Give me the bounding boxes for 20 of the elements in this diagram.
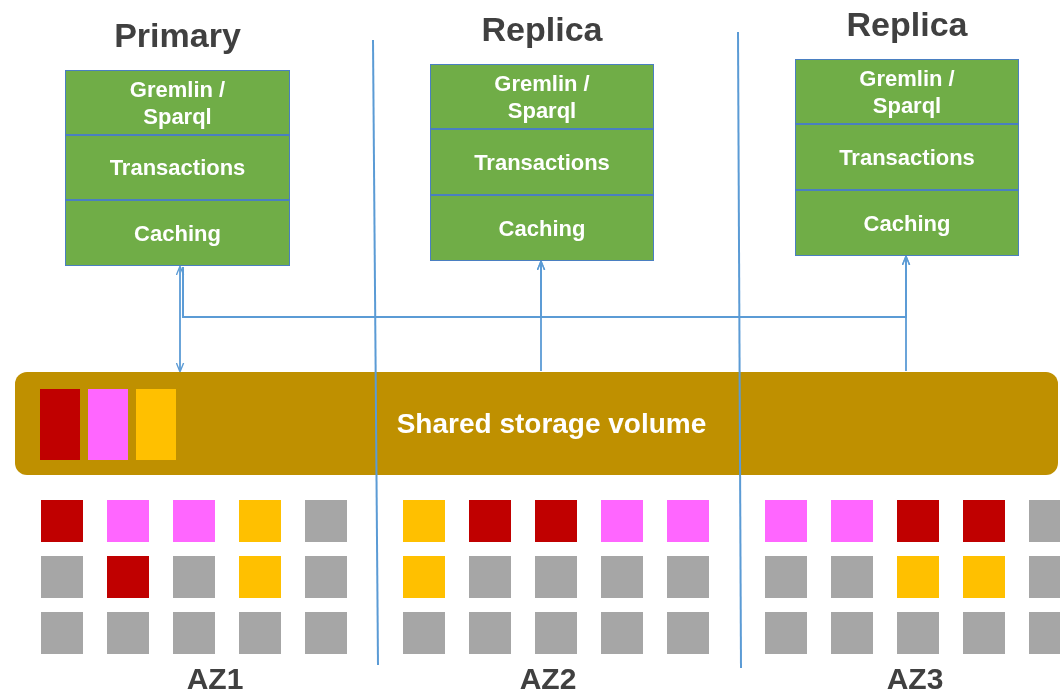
column-heading: Replica — [480, 9, 604, 50]
layer-box: Gremlin / Sparql — [795, 59, 1019, 124]
zone-label: AZ3 — [886, 662, 944, 696]
column-heading: Primary — [113, 15, 242, 56]
column-heading: Replica — [845, 4, 969, 45]
layer-box: Caching — [795, 190, 1019, 256]
zone-label: AZ2 — [519, 662, 577, 696]
layer-box: Gremlin / Sparql — [430, 64, 654, 129]
band-label: Shared storage volume — [396, 407, 707, 440]
storage-band — [15, 372, 1058, 475]
layer-box: Transactions — [795, 124, 1019, 190]
layer-box: Transactions — [430, 129, 654, 195]
arrow — [175, 265, 185, 373]
zone-label: AZ1 — [186, 662, 244, 696]
layer-box: Caching — [65, 200, 290, 266]
layer-box: Transactions — [65, 135, 290, 200]
arrow — [536, 260, 546, 372]
arrow — [901, 255, 911, 372]
layer-box: Gremlin / Sparql — [65, 70, 290, 135]
layer-box: Caching — [430, 195, 654, 261]
